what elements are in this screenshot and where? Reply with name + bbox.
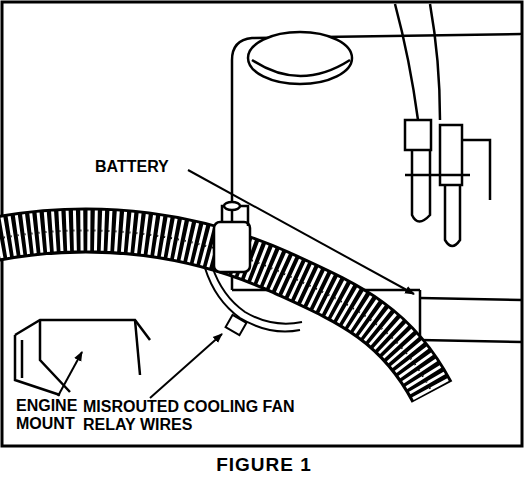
figure-caption: FIGURE 1 (0, 454, 528, 476)
part-label: BATTERY (95, 158, 205, 176)
battery-terminal-cables (395, 4, 490, 246)
leader-lines (58, 170, 414, 398)
part-label: MISROUTED COOLING FAN RELAY WIRES (83, 398, 338, 434)
relay-wires (205, 266, 302, 335)
hose-clamp (214, 202, 250, 272)
part-label: ENGINE MOUNT (16, 397, 88, 433)
battery (232, 32, 522, 342)
engine-mount (15, 320, 150, 395)
